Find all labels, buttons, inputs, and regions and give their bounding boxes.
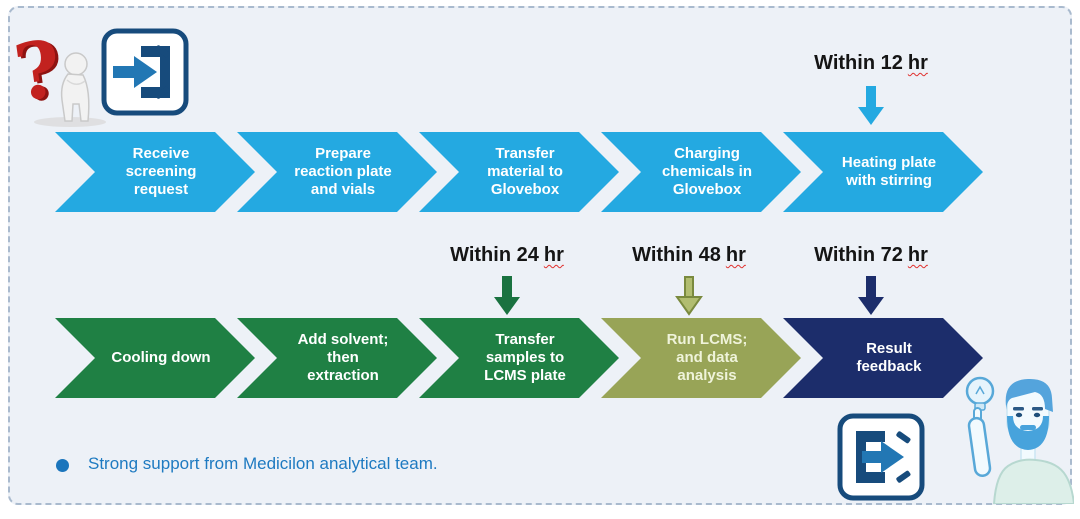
down-arrow-icon-48hr: [675, 276, 703, 316]
milestone-unit: hr: [543, 244, 564, 266]
logout-door-arrow-icon: [837, 413, 925, 501]
step-label: Heating plate with stirring: [841, 154, 937, 189]
milestone-unit: hr: [907, 52, 928, 74]
lightbulb-icon: [965, 376, 995, 411]
idea-person-icon: [965, 376, 1074, 504]
down-arrow-icon-24hr: [494, 276, 520, 315]
step-chevron-cooling-down: Cooling down: [55, 318, 255, 398]
step-label: Charging chemicals in Glovebox: [661, 145, 753, 198]
step-label: Add solvent; then extraction: [297, 331, 389, 384]
milestone-unit: hr: [725, 244, 746, 266]
milestone-prefix: Within 24: [450, 244, 539, 266]
milestone-prefix: Within 12: [814, 52, 903, 74]
milestone-prefix: Within 48: [632, 244, 721, 266]
milestone-prefix: Within 72: [814, 244, 903, 266]
bullet-icon: [56, 459, 69, 472]
question-mark-thinker-icon: ? ?: [12, 23, 106, 127]
step-label: Transfer material to Glovebox: [487, 145, 563, 198]
step-label: Transfer samples to LCMS plate: [484, 331, 566, 384]
milestone-unit: hr: [907, 244, 928, 266]
step-label: Prepare reaction plate and vials: [294, 145, 392, 198]
login-door-arrow-icon: [101, 28, 189, 116]
step-label: Receive screening request: [125, 145, 197, 198]
step-label: Cooling down: [111, 349, 211, 366]
step-chevron-prepare-plate: Prepare reaction plate and vials: [237, 132, 437, 212]
step-label: Result feedback: [856, 340, 922, 375]
support-note: Strong support from Medicilon analytical…: [88, 454, 438, 473]
step-chevron-charging-chemicals: Charging chemicals in Glovebox: [601, 132, 801, 212]
down-arrow-icon-12hr: [858, 86, 884, 125]
down-arrow-icon-72hr: [858, 276, 884, 315]
step-label: Run LCMS; and data analysis: [666, 331, 748, 384]
